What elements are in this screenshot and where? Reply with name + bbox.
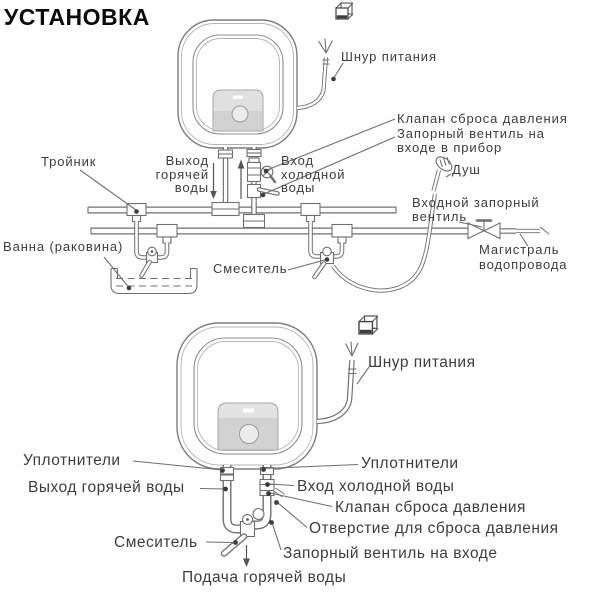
label-cold-inlet-1: Вход холодной воды <box>281 153 346 195</box>
shower-head-icon <box>431 156 453 192</box>
label-seals-left: Уплотнители <box>23 452 121 469</box>
leader-hot-outlet-2 <box>199 487 226 490</box>
indicator-light-2 <box>243 408 254 413</box>
leader-inlet-shutoff-2 <box>271 523 282 551</box>
label-seals-right: Уплотнители <box>361 455 459 472</box>
branch-pipes-1 <box>134 221 345 260</box>
water-heater-2 <box>176 322 318 470</box>
cold-inlet-pipe-2 <box>252 465 285 530</box>
label-hot-supply: Подача горячей воды <box>182 569 347 586</box>
leader-tee <box>79 169 137 211</box>
leader-cold-inlet-2 <box>268 483 295 487</box>
label-relief-hole: Отверстие для сброса давления <box>309 520 559 537</box>
leader-water-main <box>519 233 529 247</box>
leader-relief-valve-2 <box>269 492 333 508</box>
leader-mixer-1 <box>287 258 327 271</box>
label-inlet-shutoff-valve-2: Запорный вентиль на входе <box>283 545 498 562</box>
leader-inlet-shutoff <box>458 221 483 228</box>
label-relief-valve-2: Клапан сброса давления <box>335 499 526 516</box>
shower-hose <box>331 193 438 293</box>
power-cord-1 <box>296 38 333 111</box>
leader-device-inlet-valve-1 <box>263 136 396 195</box>
tee-fitting-3 <box>300 202 321 223</box>
leader-relief-valve-1 <box>266 118 396 171</box>
shutoff-valve-1 <box>246 183 280 199</box>
label-shower: Душ <box>452 162 481 177</box>
label-device-inlet-valve: Запорный вентиль на входе в прибор <box>397 126 545 155</box>
water-heater-1 <box>177 19 298 149</box>
inlet-shutoff-valve-icon <box>467 219 501 240</box>
label-bath-sink: Ванна (раковина) <box>3 239 124 254</box>
label-relief-valve-1: Клапан сброса давления <box>397 111 568 126</box>
leader-power-cord-1 <box>333 62 344 79</box>
leader-relief-hole <box>277 502 308 528</box>
power-plug-icon-1 <box>335 2 354 20</box>
supply-flow-arrow <box>243 545 250 567</box>
label-inlet-shutoff-valve-1: Входной запорный вентиль <box>412 195 540 224</box>
bathtub <box>110 267 198 295</box>
leader-lines-1 <box>79 62 529 291</box>
label-water-main: Магистраль водопровода <box>479 242 568 272</box>
tee-fitting-2 <box>156 223 178 244</box>
leader-seals-right <box>263 463 359 470</box>
leader-bath <box>103 256 129 288</box>
label-hot-outlet-2: Выход горячей воды <box>28 479 185 496</box>
leader-lines-2 <box>132 366 370 551</box>
cold-inlet-pipe-1 <box>242 147 280 229</box>
bath-mixer <box>139 246 159 278</box>
cold-flow-arrow <box>237 159 245 199</box>
leader-seals-left <box>132 460 223 471</box>
tee-fitting-4 <box>331 223 353 244</box>
leader-shower <box>445 173 452 178</box>
indicator-light-1 <box>233 95 243 99</box>
cold-water-line-1 <box>90 226 550 235</box>
power-plug-icon-2 <box>358 315 379 335</box>
label-mixer-1: Смеситель <box>213 261 288 276</box>
relief-outlet-2 <box>273 487 285 498</box>
control-knob-1 <box>231 105 249 123</box>
leader-mixer-2 <box>205 541 236 544</box>
power-cord-2 <box>316 341 359 425</box>
relief-valve-1 <box>246 161 277 184</box>
label-power-cord-2: Шнур питания <box>368 354 476 371</box>
label-power-cord-1: Шнур питания <box>341 49 437 64</box>
hot-outlet-pipe-2 <box>219 465 243 534</box>
leader-power-cord-2 <box>356 366 370 385</box>
label-tee: Тройник <box>41 154 97 169</box>
hot-flow-arrow <box>210 163 217 199</box>
mixer-2 <box>220 513 256 557</box>
page-title: УСТАНОВКА <box>4 4 150 30</box>
control-knob-2 <box>239 424 259 444</box>
control-panel-1 <box>212 89 264 132</box>
label-mixer-2: Смеситель <box>114 534 198 551</box>
water-main-end <box>539 226 550 235</box>
label-hot-outlet-1: Выход горячей воды <box>155 153 209 195</box>
control-panel-2 <box>217 402 279 451</box>
shutoff-valve-2 <box>252 507 265 521</box>
hot-outlet-pipe-1 <box>211 147 240 217</box>
label-cold-inlet-2: Вход холодной воды <box>297 478 455 495</box>
